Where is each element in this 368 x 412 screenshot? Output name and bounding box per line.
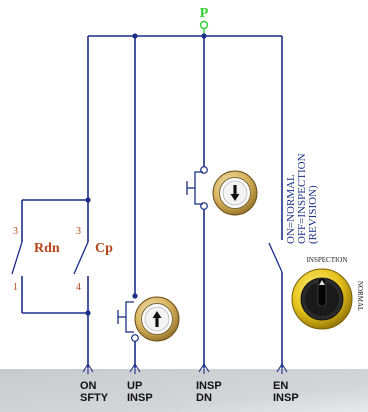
cp-pin-bottom: 4	[76, 282, 81, 293]
supply-terminal	[199, 20, 209, 30]
selector-label-inspection: INSPECTION	[307, 256, 348, 264]
terminal-bar	[0, 369, 368, 412]
arrow-up-icon	[152, 311, 162, 327]
svg-text:DN: DN	[196, 392, 212, 404]
terminal-up-insp: UP INSP	[127, 380, 153, 404]
svg-text:INSP: INSP	[273, 392, 299, 404]
up-button-contact	[125, 301, 134, 333]
supply-label: P	[200, 6, 209, 21]
rdn-pin-bottom: 1	[13, 282, 18, 293]
terminal-on-sfty: ON SFTY	[80, 380, 109, 404]
inspection-selector-switch[interactable]	[291, 268, 353, 330]
terminal-en-insp: EN INSP	[273, 380, 299, 404]
rdn-pin-top: 3	[13, 226, 18, 237]
down-button-contact	[194, 171, 203, 205]
mode-note-line-2: OFF=INSPECTION	[296, 153, 308, 244]
svg-text:INSP: INSP	[127, 392, 153, 404]
selector-label-normal: NORMAL	[356, 281, 364, 311]
rdn-label: Rdn	[34, 241, 60, 256]
cp-contact	[73, 241, 89, 275]
mode-note-line-3: (REVISION)	[307, 185, 319, 244]
arrow-down-icon	[230, 185, 240, 201]
terminal-insp-dn: INSP DN	[196, 380, 222, 404]
svg-text:EN: EN	[273, 380, 288, 392]
down-inspection-button[interactable]	[212, 170, 258, 216]
enable-inspection-contact	[268, 242, 283, 273]
mode-note: ON=NORMAL OFF=INSPECTION (REVISION)	[285, 153, 319, 244]
cp-label: Cp	[95, 241, 113, 256]
rdn-contact	[11, 241, 23, 275]
svg-text:ON: ON	[80, 380, 97, 392]
mode-note-line-1: ON=NORMAL	[285, 174, 297, 244]
svg-text:INSP: INSP	[196, 380, 222, 392]
cp-pin-top: 3	[76, 226, 81, 237]
svg-text:SFTY: SFTY	[80, 392, 109, 404]
svg-text:UP: UP	[127, 380, 142, 392]
up-inspection-button[interactable]	[134, 296, 180, 342]
